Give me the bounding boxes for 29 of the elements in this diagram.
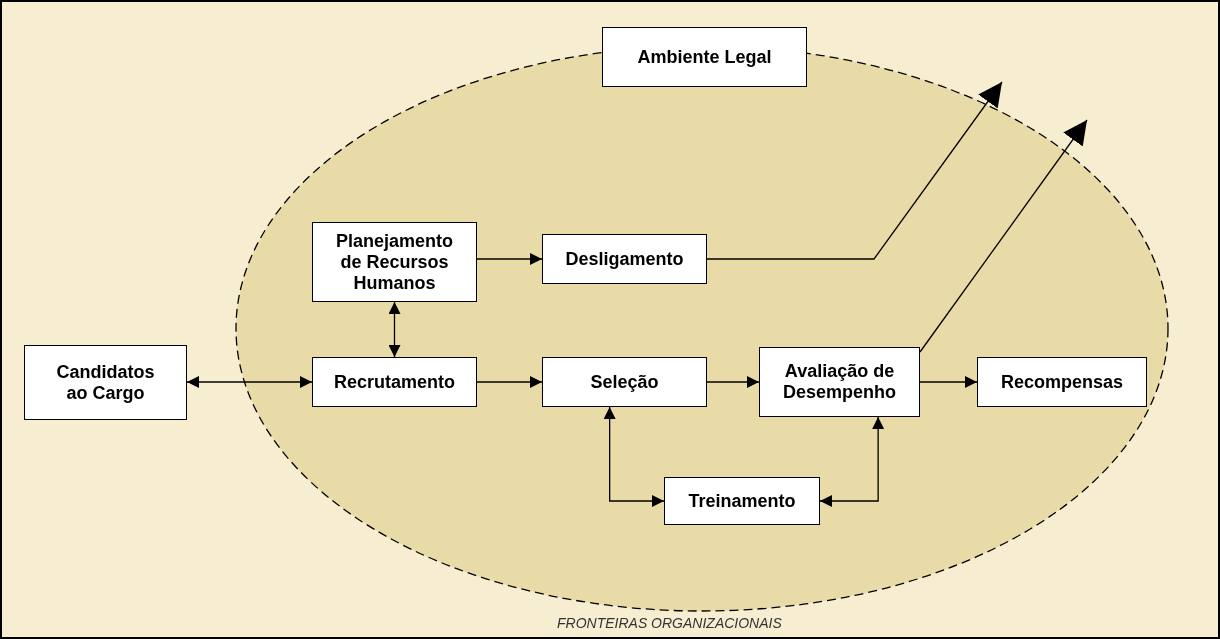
box-label: Desligamento	[565, 248, 684, 270]
arrow	[476, 253, 543, 265]
box-label: Recompensas	[1000, 371, 1124, 393]
box-label: Recrutamento	[334, 371, 455, 393]
process-box	[542, 357, 707, 407]
arrow	[388, 301, 401, 358]
box-label: Avaliação de Desempenho	[782, 361, 897, 403]
process-box	[664, 477, 820, 525]
process-box	[312, 357, 477, 407]
box-label: Ambiente Legal	[637, 46, 772, 68]
process-box	[977, 357, 1147, 407]
box-label: Treinamento	[688, 490, 796, 512]
arrow	[476, 376, 543, 388]
arrow	[706, 376, 760, 388]
arrow	[819, 416, 885, 507]
arrow	[186, 376, 313, 388]
process-box	[602, 27, 807, 87]
arrow	[919, 119, 1088, 353]
process-box	[542, 234, 707, 284]
box-label: Candidatos ao Cargo	[55, 361, 156, 404]
arrow	[706, 81, 1003, 260]
boundary-label: FRONTEIRAS ORGANIZACIONAIS	[557, 615, 782, 631]
process-box	[759, 347, 920, 417]
arrow	[919, 376, 978, 388]
process-box	[24, 345, 187, 420]
box-label: Seleção	[590, 371, 659, 393]
box-label: Planejamento de Recursos Humanos	[334, 230, 454, 294]
process-box	[312, 222, 477, 302]
arrow	[603, 406, 665, 507]
